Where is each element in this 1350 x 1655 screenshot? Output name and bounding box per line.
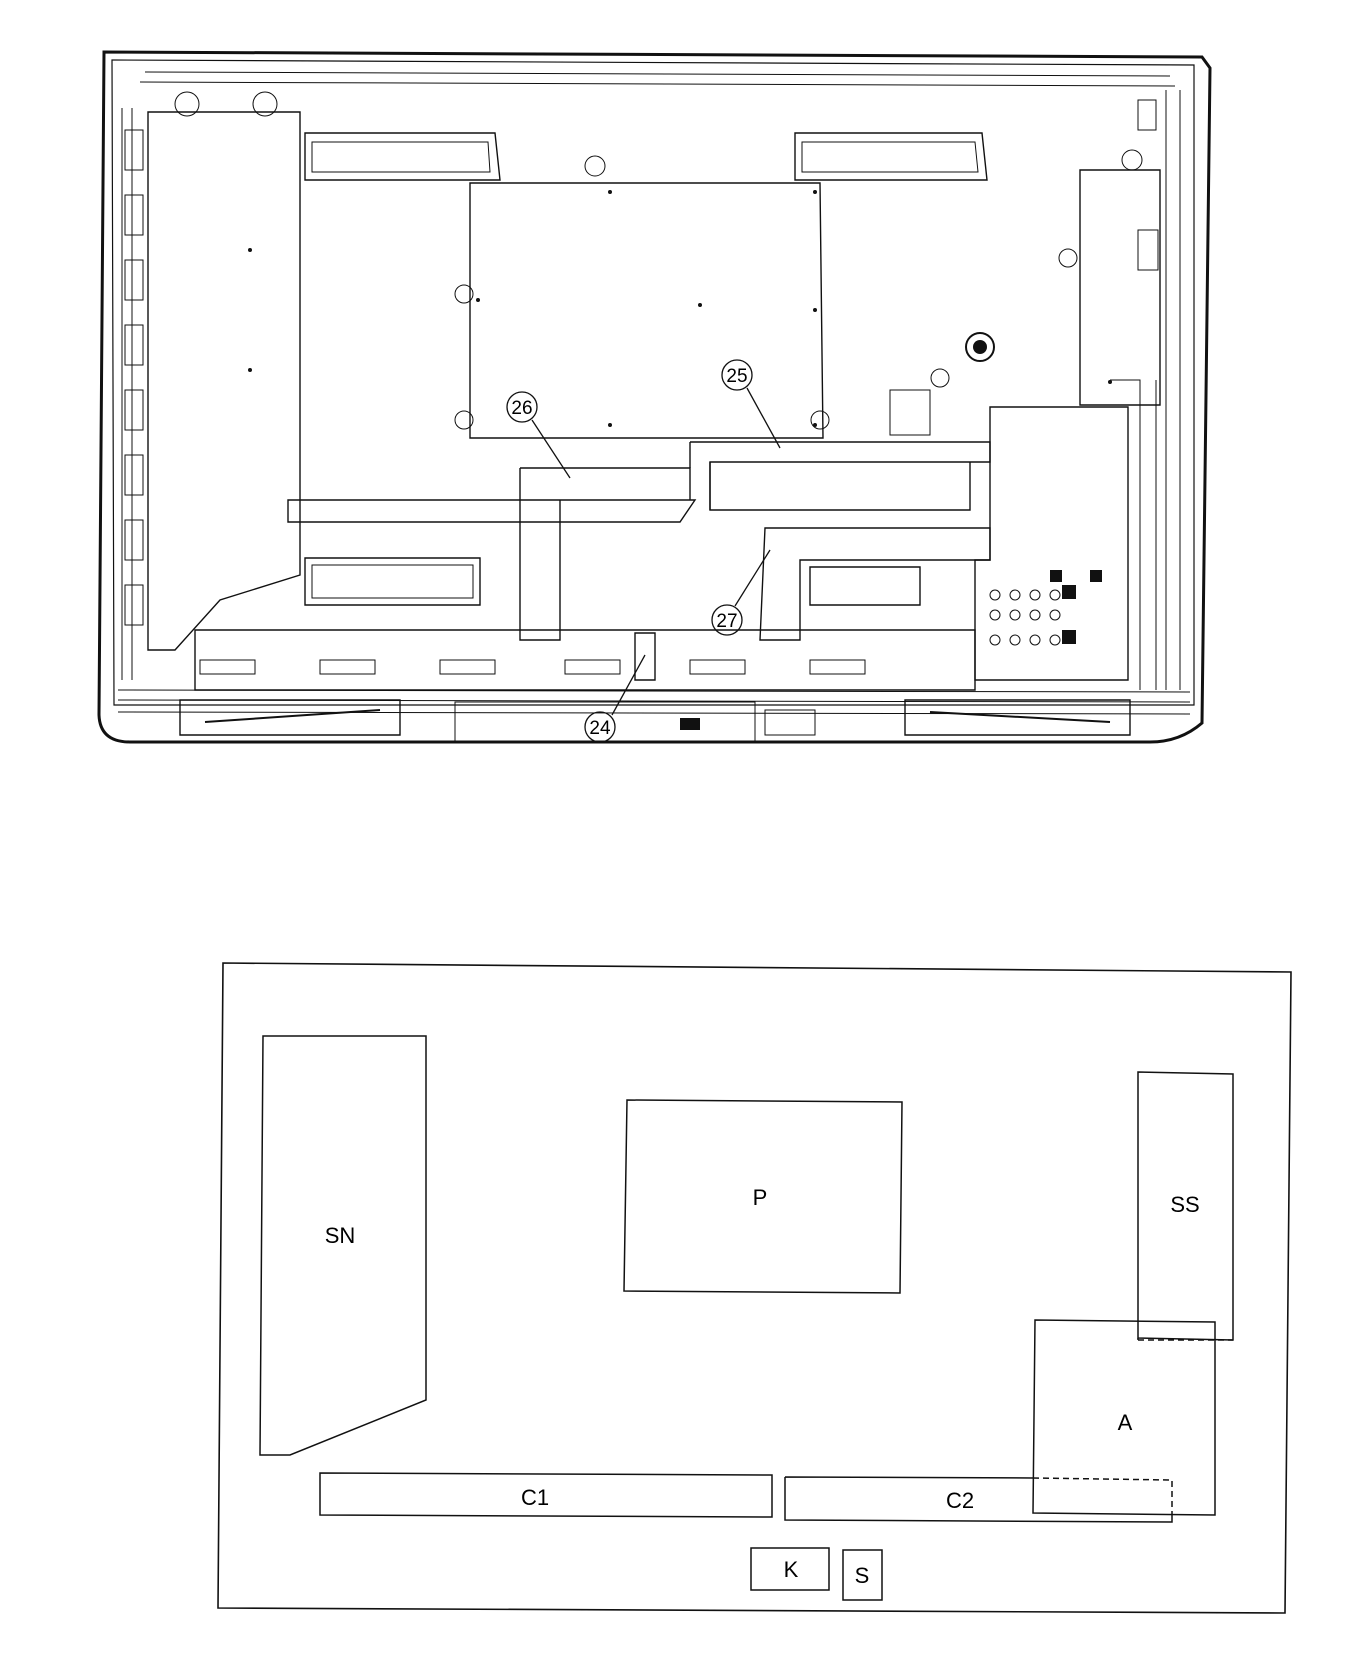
a-board-panel (974, 406, 1129, 681)
callout-24: 24 (584, 654, 646, 743)
callout-25: 25 (721, 359, 781, 449)
ss-board-panel (1079, 169, 1161, 406)
outer-frame (97, 50, 1212, 744)
ribbon-cables (287, 441, 991, 681)
board-ss-label: SS (1170, 1192, 1199, 1217)
bottom-speakers (179, 699, 1131, 743)
left-bracket (121, 108, 144, 680)
c-board-strip (194, 629, 976, 691)
top-right-recess (794, 132, 988, 181)
right-bracket (1137, 90, 1181, 690)
layout-frame (217, 962, 1292, 1614)
board-s-label: S (855, 1563, 870, 1588)
p-board-panel (469, 182, 824, 439)
callout-27-label: 27 (716, 611, 737, 632)
board-ss: SS (1137, 1071, 1234, 1341)
board-c2: C2 (784, 1476, 1173, 1523)
a-board-connectors (989, 570, 1102, 646)
board-k: K (750, 1547, 830, 1591)
board-c1: C1 (319, 1472, 773, 1518)
board-s: S (842, 1549, 883, 1601)
board-p: P (623, 1099, 903, 1294)
sn-board-panel (147, 111, 301, 651)
board-a: A (1032, 1319, 1233, 1516)
callout-26-label: 26 (511, 398, 532, 419)
chassis-rear-view: 24 25 26 27 (97, 50, 1212, 744)
board-k-label: K (784, 1557, 799, 1582)
top-left-recess (304, 132, 501, 181)
bottom-left-recess (304, 557, 481, 606)
callout-27: 27 (711, 549, 771, 636)
board-c2-label: C2 (946, 1488, 974, 1513)
callout-26: 26 (506, 391, 571, 479)
board-p-label: P (753, 1185, 768, 1210)
board-sn: SN (259, 1035, 427, 1456)
board-c1-label: C1 (521, 1485, 549, 1510)
inner-frame (111, 59, 1195, 706)
board-layout: SN P SS A C1 C2 K (217, 962, 1292, 1614)
callout-24-label: 24 (589, 718, 611, 739)
callout-25-label: 25 (726, 366, 747, 387)
mounting-bosses (174, 91, 1143, 430)
board-sn-label: SN (325, 1223, 356, 1248)
board-a-label: A (1118, 1410, 1133, 1435)
